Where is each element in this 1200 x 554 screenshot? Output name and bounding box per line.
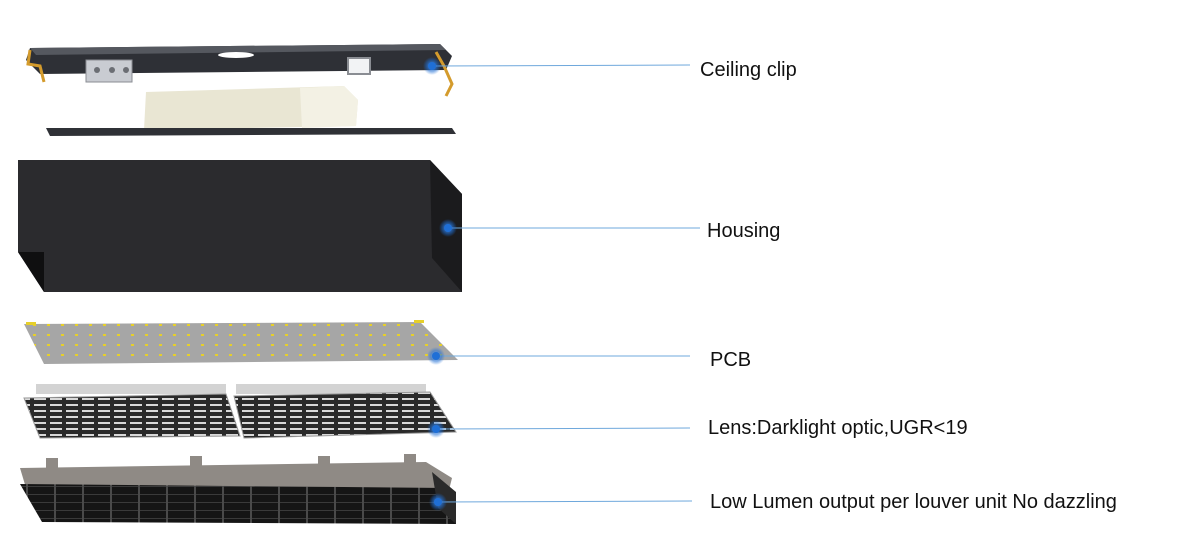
lens-label: Lens:Darklight optic,UGR<19	[708, 417, 968, 439]
pcb-part	[24, 320, 458, 364]
callout-dots	[423, 57, 457, 511]
housing-part	[18, 160, 462, 292]
ceiling-clip-label: Ceiling clip	[700, 59, 797, 81]
louver-part	[20, 454, 456, 524]
louver-leader-line	[437, 500, 693, 503]
leader-lines	[431, 64, 700, 503]
louver-label: Low Lumen output per louver unit No dazz…	[710, 491, 1117, 513]
lens-leader-line	[435, 427, 691, 430]
ceiling-clip-part	[26, 44, 456, 136]
lens-part	[23, 384, 457, 439]
pcb-label: PCB	[710, 349, 752, 371]
ceiling-clip-leader-line	[431, 64, 691, 67]
housing-label: Housing	[707, 220, 781, 242]
